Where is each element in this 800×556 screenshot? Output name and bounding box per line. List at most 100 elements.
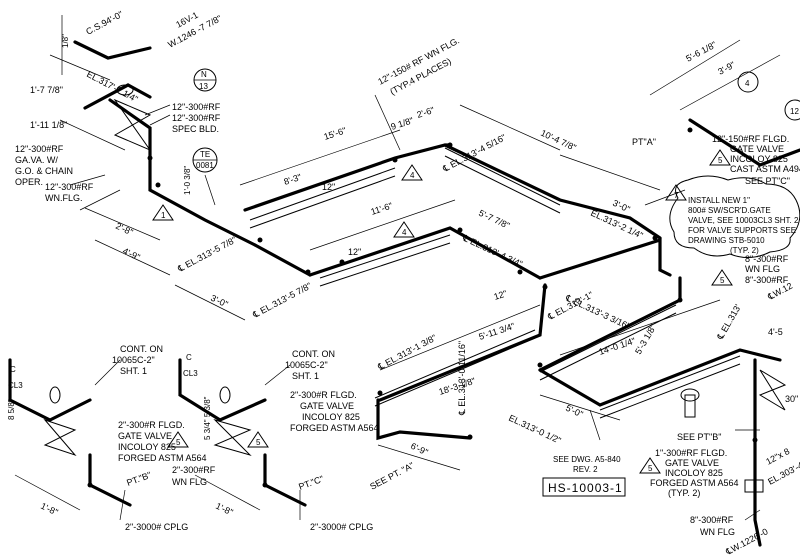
label-gava-4: OPER.: [15, 177, 43, 187]
label-1-8-b: 1'-8": [214, 501, 234, 518]
label-wn8-a-2: WN FLG: [745, 264, 780, 274]
label-see-pt-c: SEE PT"C": [745, 176, 790, 186]
label-te: TE: [200, 150, 210, 159]
dimension-lines: [14, 15, 781, 511]
label-tri-4a: 4: [410, 171, 415, 180]
label-cl3-b: CL3: [183, 369, 198, 378]
label-12x8: 12"x 8: [764, 446, 791, 467]
label-gv150-4: CAST ASTM A494: [730, 164, 800, 174]
label-cs: C.S.94'-0": [84, 9, 124, 37]
label-el-313-2-1-4: EL.313'-2 1/4": [589, 208, 644, 241]
label-6-9: 6'-9": [409, 441, 429, 458]
label-c-b: C: [186, 353, 192, 362]
label-2-6: 2'-6": [416, 105, 436, 120]
label-install-3: VALVE, SEE 10003CL3 SHT. 2: [688, 216, 799, 225]
label-install-1: INSTALL NEW 1": [688, 196, 750, 205]
label-n: N: [201, 70, 207, 79]
label-9-1-8: 9 1/8": [390, 115, 415, 132]
label-12-c: 12": [493, 288, 509, 302]
label-circ-4: 4: [745, 79, 750, 88]
label-pt-a: PT"A": [632, 137, 656, 147]
label-5-7-7-8: 5'-7 7/8": [477, 208, 511, 231]
label-circ-12: 12: [790, 107, 799, 116]
label-1-8-a: 1'-8": [39, 501, 59, 518]
label-gava-1: 12"-300#RF: [15, 144, 64, 154]
weld-dots: [87, 127, 758, 488]
label-flg-12-b: 12"-300#RF: [172, 113, 221, 123]
label-install-5: DRAWING STB-5010: [688, 236, 765, 245]
label-gv2-c-1: 2"-300#R FLGD.: [290, 390, 357, 400]
label-wn2-c-1: 2"-300#RF: [172, 465, 216, 475]
label-1-11-1-8: 1'-11 1/8": [30, 120, 67, 130]
valve-symbols: [43, 84, 787, 493]
drawing-tag: HS-10003-1: [548, 481, 623, 495]
label-5-3-4: 5 3/4" 5 3/8": [203, 396, 212, 440]
label-el-313-1-3-8: ℄ EL.313'-1 3/8": [375, 333, 438, 373]
label-gv150-1: 12"-150#RF FLGD.: [712, 134, 789, 144]
label-install-6: (TYP. 2): [730, 246, 759, 255]
label-gv2-c-2: GATE VALVE: [300, 401, 354, 411]
label-gv2-c-4: FORGED ASTM A564: [290, 423, 379, 433]
label-el-313-0-11-16: ℄ EL.313'-0 11/16": [457, 341, 467, 416]
label-1-0-3-8: 1'-0 3/8": [183, 166, 192, 195]
label-wn-12-1: 12"-300#RF: [45, 182, 94, 192]
label-gv1-4: FORGED ASTM A564: [650, 478, 739, 488]
label-4-9: 4'-9": [121, 246, 141, 263]
label-cont-1-3: SHT. 1: [120, 366, 147, 376]
label-gv2-b-2: GATE VALVE: [118, 431, 172, 441]
label-cont-1-2: 10065C-2": [112, 355, 155, 365]
label-8-5-8: 8 5/8": [7, 399, 16, 420]
label-see-pt-b: SEE PT"B": [677, 432, 721, 442]
label-wn2-c-2: WN FLG: [172, 477, 207, 487]
label-2-8: 2'-8": [114, 221, 134, 238]
label-gv1-5: (TYP. 2): [668, 488, 700, 498]
label-5-3-1-8: 5'-3 1/8": [633, 322, 658, 356]
label-wn8-a-1: 8"-300#RF: [745, 254, 789, 264]
label-wn8-c-2: WN FLG: [700, 527, 735, 537]
label-el-313-b: ℄ EL.313'-5 7/8": [250, 281, 313, 321]
label-cl3-a: CL3: [8, 381, 23, 390]
label-4-5: 4'-5: [768, 327, 783, 337]
label-cont-2-1: CONT. ON: [292, 349, 335, 359]
label-tri-4b: 4: [402, 228, 407, 237]
label-pt-c: PT."C": [297, 474, 325, 492]
label-wn-12-2: WN.FLG.: [45, 193, 83, 203]
label-install-2: 800# SW/SCR'D.GATE: [688, 206, 771, 215]
label-see-dwg-1: SEE DWG. A5-840: [553, 455, 621, 464]
callout-shapes: [152, 68, 800, 497]
label-el-313-0-1-2: EL.313'-0 1/2": [507, 413, 562, 446]
label-gv2-b-3: INCOLOY 825: [118, 442, 176, 452]
label-wn8-b: 8"-300#RF: [745, 275, 789, 285]
label-5-0: 5'-0": [564, 403, 584, 420]
label-see-dwg-2: REV. 2: [573, 465, 598, 474]
label-tri-5e: 5: [648, 464, 653, 473]
label-tri-5b: 5: [720, 276, 725, 285]
label-gava-2: GA.VA. W/: [15, 155, 58, 165]
label-tri-1: 1: [161, 211, 166, 220]
label-el-313-4-3-4: ℄ EL.313'-4 3/4": [460, 232, 524, 269]
label-pt-b: PT."B": [125, 470, 152, 488]
label-15-6: 15'-6": [323, 125, 348, 142]
label-cont-2-3: SHT. 1: [292, 371, 319, 381]
label-c-a: C: [10, 365, 16, 374]
label-gv2-b-1: 2"-300#R FLGD.: [118, 420, 185, 430]
label-12-a: 12": [322, 182, 335, 192]
label-wn8-c-1: 8"-300#RF: [690, 515, 734, 525]
label-3-0-mid: 3'-0": [611, 198, 631, 215]
label-gv2-b-4: FORGED ASTM A564: [118, 453, 207, 463]
label-cplg-a: 2"-3000# CPLG: [125, 522, 188, 532]
leader-lines: [69, 94, 761, 521]
label-gv1-2: GATE VALVE: [665, 458, 719, 468]
label-30: 30": [785, 394, 798, 404]
label-cont-2-2: 10065C-2": [285, 360, 328, 370]
label-el-313-4-5-16: ℄ EL.313'-4 5/16": [440, 132, 507, 174]
label-tri-7: 7: [674, 191, 679, 200]
label-8-3: 8'-3": [283, 172, 303, 187]
label-tri-5c: 5: [176, 438, 181, 447]
label-see-pt-a: SEE PT. "A": [368, 460, 415, 492]
label-13: 13: [199, 82, 208, 91]
label-12-b: 12": [348, 247, 361, 257]
label-cont-1-1: CONT. ON: [120, 344, 163, 354]
label-el-313-right: ℄ EL.313': [715, 302, 744, 341]
